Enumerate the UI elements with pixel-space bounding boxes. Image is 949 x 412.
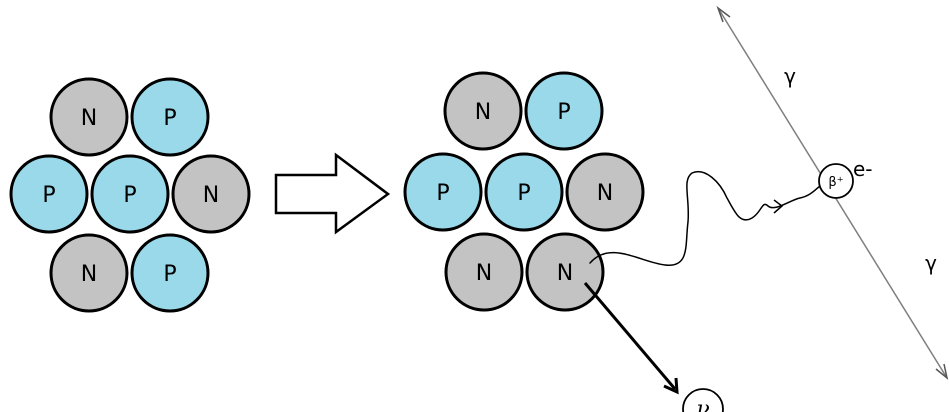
nucleon-before-5: N [171, 154, 251, 234]
nucleon-label: N [475, 100, 491, 125]
electron-label: e- [853, 157, 873, 181]
neutron-circle [444, 232, 524, 312]
nucleon-before-1: N [49, 77, 129, 157]
gamma-arrowhead-top-icon [716, 5, 731, 23]
nucleon-before-4: P [90, 154, 170, 234]
positron-direction-arrow-icon [773, 199, 784, 214]
nucleon-label: P [163, 106, 176, 131]
neutrino-label: ν [696, 397, 709, 412]
nucleon-after-5: N [565, 152, 645, 232]
hollow-right-arrow-icon [274, 152, 391, 235]
nucleon-after-2: P [524, 71, 604, 151]
nucleon-after-1: N [443, 71, 523, 151]
nucleon-before-3: P [9, 154, 89, 234]
nucleon-label: N [557, 261, 573, 286]
proton-circle [484, 152, 564, 232]
proton-circle [403, 152, 483, 232]
neutron-circle [443, 71, 523, 151]
gamma-label-bottom: γ [925, 251, 937, 275]
nucleon-after-3: P [403, 152, 483, 232]
nucleus-before: N P P P N N P [9, 77, 251, 313]
neutron-circle [525, 232, 605, 312]
nucleon-after-7: N [525, 232, 605, 312]
neutron-circle [49, 233, 129, 313]
nucleon-label: N [597, 181, 613, 206]
neutrino-arrowhead-icon [663, 377, 679, 395]
nucleon-label: P [557, 100, 570, 125]
neutron-circle [565, 152, 645, 232]
neutron-circle [171, 154, 251, 234]
proton-circle [524, 71, 604, 151]
nucleon-label: N [203, 183, 219, 208]
proton-circle [130, 233, 210, 313]
neutrino-emission: ν [583, 282, 724, 412]
nucleus-after: N P P P N N N [403, 71, 645, 312]
gamma-rays: γ γ [716, 5, 949, 380]
nucleon-label: P [123, 183, 136, 208]
nucleon-label: P [436, 181, 449, 206]
neutron-circle [49, 77, 129, 157]
neutrino-arrow-shaft [583, 282, 677, 390]
nucleon-after-4: P [484, 152, 564, 232]
nucleon-label: P [517, 181, 530, 206]
positron-path [589, 170, 821, 266]
beta-plus-particle: β⁺ e- [818, 157, 873, 199]
nucleon-after-6: N [444, 232, 524, 312]
nucleon-before-6: N [49, 233, 129, 313]
beta-plus-circle [818, 163, 854, 199]
nucleon-label: P [163, 262, 176, 287]
nucleon-label: N [476, 261, 492, 286]
proton-circle [130, 77, 210, 157]
gamma-arrowhead-bottom-icon [935, 363, 949, 380]
neutrino-circle [682, 388, 724, 412]
nucleon-before-7: P [130, 233, 210, 313]
nucleon-before-2: P [130, 77, 210, 157]
beta-plus-label: β⁺ [828, 175, 843, 190]
proton-circle [90, 154, 170, 234]
gamma-label-top: γ [784, 64, 796, 88]
proton-circle [9, 154, 89, 234]
nucleon-label: N [81, 106, 97, 131]
nucleon-label: N [81, 262, 97, 287]
nucleon-label: P [42, 183, 55, 208]
